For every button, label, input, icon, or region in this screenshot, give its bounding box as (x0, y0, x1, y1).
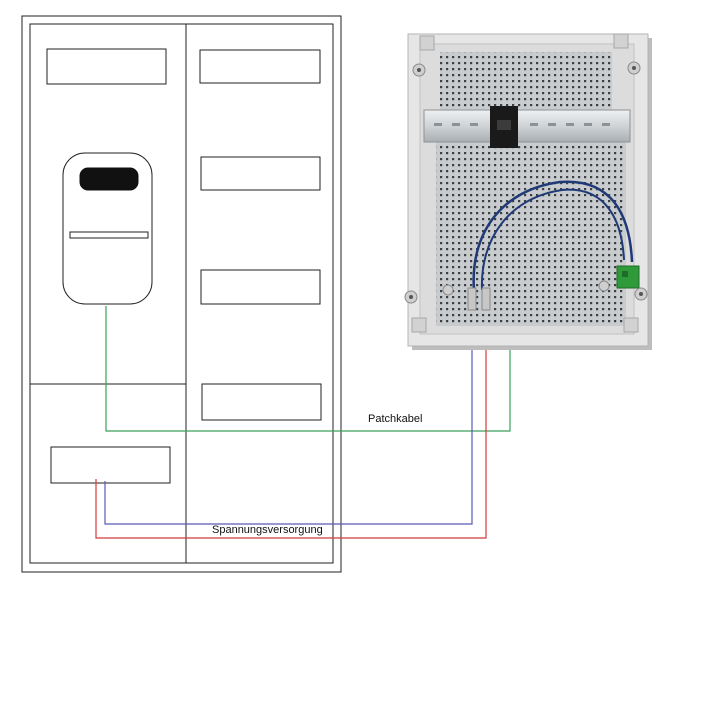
enclosure-photo-icon (404, 33, 652, 350)
power-positive-wire (95, 310, 487, 539)
coiled-cable (472, 180, 634, 291)
enclosure-corner-tabs (411, 33, 639, 333)
mounting-plate-upper (440, 52, 612, 112)
power-negative-wire (104, 310, 473, 525)
electricity-meter-icon (62, 152, 153, 305)
din-rail-slots (434, 123, 610, 126)
screw-holes (409, 66, 643, 299)
wire-ferrules (467, 287, 491, 311)
right-slot-1 (199, 49, 321, 84)
bottom-left-device-box (50, 446, 171, 484)
mounting-plate-lower (436, 140, 626, 326)
meter-cabinet (21, 15, 342, 573)
rj45-jack-port (497, 120, 511, 130)
din-rail (423, 109, 631, 143)
right-slot-2 (200, 156, 321, 191)
right-slot-3 (200, 269, 321, 305)
left-top-label-slot (46, 48, 167, 85)
green-terminal-screw (622, 271, 628, 277)
cabinet-outer-frame (21, 15, 342, 573)
cabinet-inner-frame (29, 23, 334, 564)
coiled-cable-second (480, 188, 625, 291)
right-slot-4 (201, 383, 322, 421)
patch-cable-label: Patchkabel (368, 413, 422, 425)
power-supply-label: Spannungsversorgung (212, 524, 323, 536)
